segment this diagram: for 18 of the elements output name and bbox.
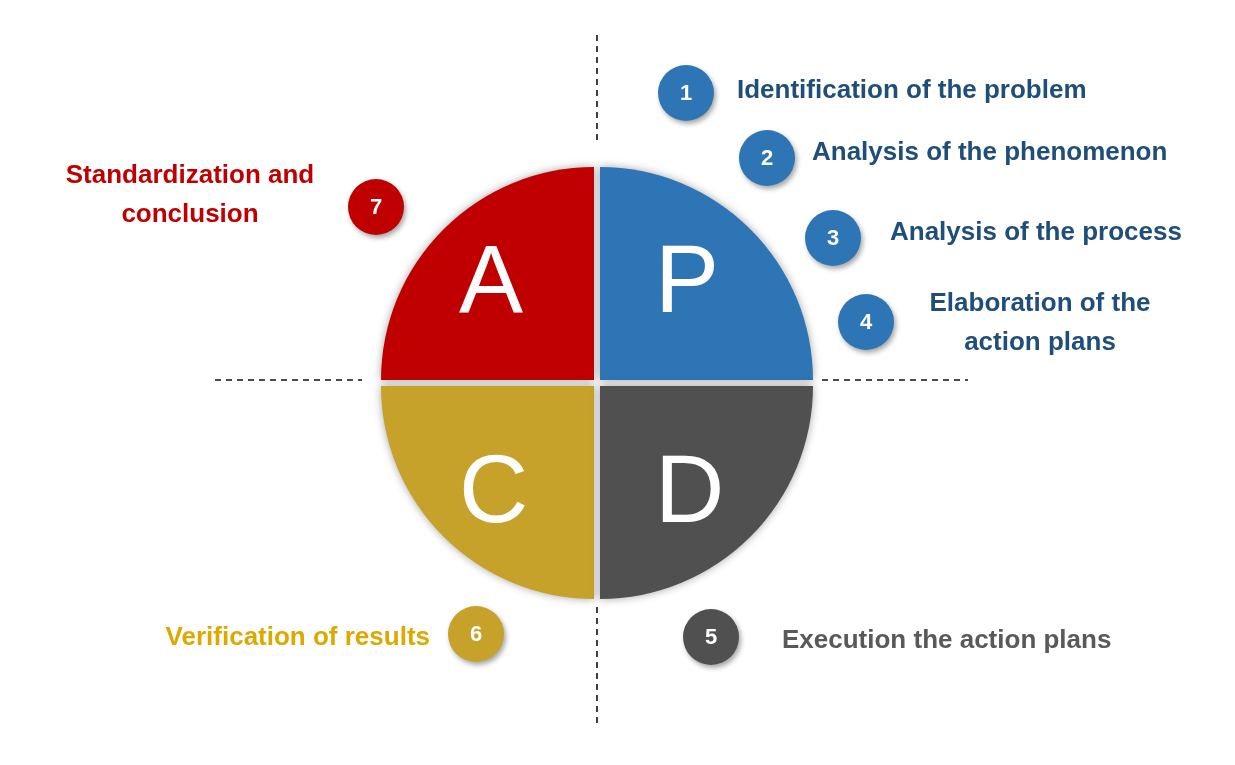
quadrant-letter: A: [459, 231, 524, 327]
step-label: Verification of results: [164, 620, 430, 653]
step-label: Standardization and conclusion: [64, 158, 316, 230]
quadrant-letter: P: [655, 231, 720, 327]
step-number-badge: 5: [683, 609, 739, 665]
quadrant-letter: C: [459, 441, 529, 537]
quadrant-letter: D: [655, 441, 725, 537]
step-number-badge: 3: [805, 210, 861, 266]
step-label: Elaboration of the action plans: [928, 286, 1152, 358]
step-number-badge: 6: [448, 606, 504, 662]
step-number-badge: 1: [658, 65, 714, 121]
step-label: Execution the action plans: [782, 623, 1113, 656]
step-number-badge: 7: [348, 179, 404, 235]
step-number-badge: 4: [838, 294, 894, 350]
step-label: Analysis of the phenomenon: [812, 136, 1169, 166]
step-number-badge: 2: [739, 130, 795, 186]
step-label: Identification of the problem: [737, 73, 1088, 106]
step-label: Analysis of the process: [890, 215, 1183, 248]
